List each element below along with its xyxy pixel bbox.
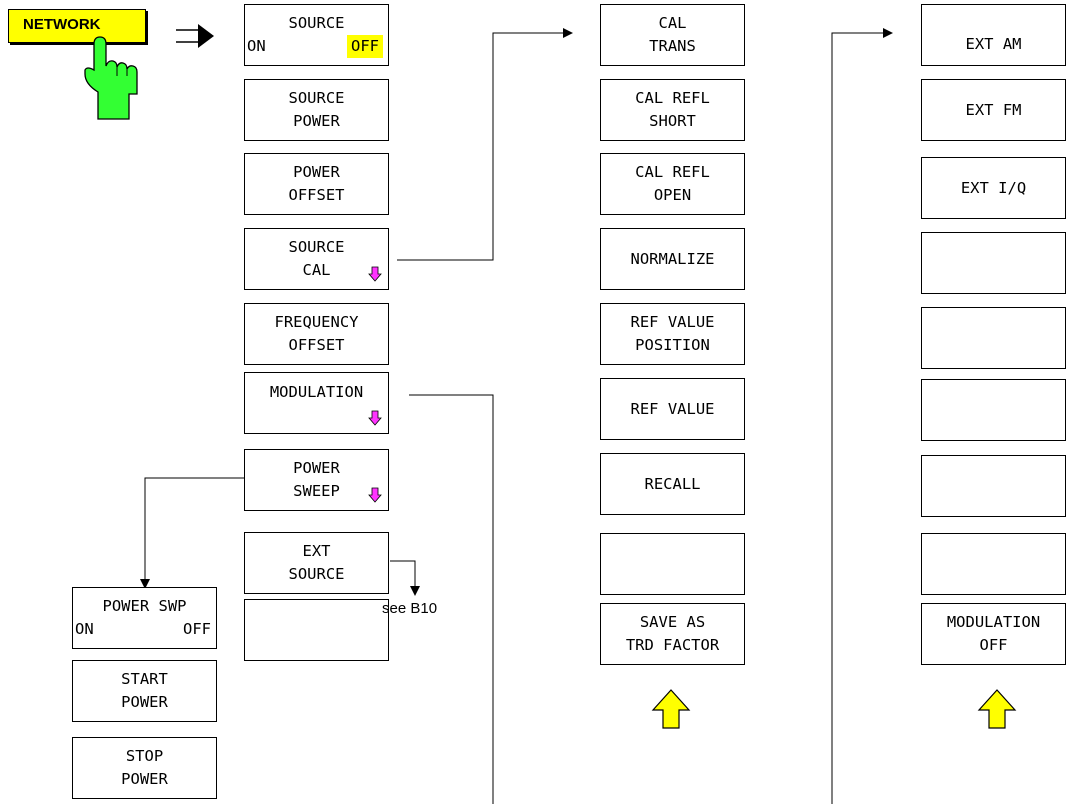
empty-softkey[interactable] bbox=[244, 599, 389, 661]
power-sweep-line1: POWER bbox=[293, 459, 340, 477]
power-swp-on-label: ON bbox=[75, 620, 94, 638]
ext-source-line1: EXT bbox=[302, 542, 331, 560]
frequency-offset-line1: FREQUENCY bbox=[274, 313, 359, 331]
source-power-line2: POWER bbox=[293, 112, 340, 130]
power-swp-title: POWER SWP bbox=[102, 597, 187, 615]
source-cal-connector bbox=[397, 28, 573, 261]
empty-softkey[interactable] bbox=[921, 379, 1066, 441]
modulation-menu-connector bbox=[831, 28, 893, 804]
see-b10-label: see B10 bbox=[382, 600, 438, 617]
submenu-arrow-icon bbox=[368, 266, 382, 282]
power-offset-line1: POWER bbox=[293, 163, 340, 181]
ref-value-position-softkey[interactable]: REF VALUE POSITION bbox=[600, 303, 745, 365]
modulation-off-line1: MODULATION bbox=[946, 613, 1041, 631]
modulation-line1: MODULATION bbox=[269, 383, 364, 401]
modulation-off-line2: OFF bbox=[979, 636, 1008, 654]
recall-softkey[interactable]: RECALL bbox=[600, 453, 745, 515]
ref-value-position-line1: REF VALUE bbox=[630, 313, 715, 331]
start-power-line2: POWER bbox=[121, 693, 168, 711]
back-arrow-icon[interactable] bbox=[977, 688, 1017, 730]
modulation-connector bbox=[409, 394, 494, 804]
submenu-arrow-icon bbox=[368, 487, 382, 503]
ext-source-connector bbox=[390, 560, 420, 596]
save-as-trd-factor-softkey[interactable]: SAVE AS TRD FACTOR bbox=[600, 603, 745, 665]
cal-refl-open-line2: OPEN bbox=[653, 186, 692, 204]
source-off-label: OFF bbox=[347, 35, 383, 58]
empty-softkey[interactable] bbox=[921, 307, 1066, 369]
ext-source-softkey[interactable]: EXT SOURCE bbox=[244, 532, 389, 594]
empty-softkey[interactable] bbox=[600, 533, 745, 595]
ext-fm-line1: EXT FM bbox=[965, 100, 1022, 119]
power-offset-softkey[interactable]: POWER OFFSET bbox=[244, 153, 389, 215]
ext-iq-softkey[interactable]: EXT I/Q bbox=[921, 157, 1066, 219]
hand-pointer-icon bbox=[84, 36, 138, 120]
start-power-softkey[interactable]: START POWER bbox=[72, 660, 217, 722]
cal-refl-short-line2: SHORT bbox=[649, 112, 696, 130]
power-offset-line2: OFFSET bbox=[288, 186, 345, 204]
submenu-arrow-icon bbox=[368, 410, 382, 426]
ext-source-line2: SOURCE bbox=[288, 565, 345, 583]
cal-trans-line1: CAL bbox=[658, 14, 687, 32]
empty-softkey[interactable] bbox=[921, 232, 1066, 294]
cal-refl-short-line1: CAL REFL bbox=[635, 89, 710, 107]
normalize-line1: NORMALIZE bbox=[630, 249, 715, 268]
save-as-trd-factor-line2: TRD FACTOR bbox=[625, 636, 720, 654]
power-sweep-connector bbox=[140, 477, 250, 589]
source-power-line1: SOURCE bbox=[288, 89, 345, 107]
cal-refl-open-softkey[interactable]: CAL REFL OPEN bbox=[600, 153, 745, 215]
ref-value-softkey[interactable]: REF VALUE bbox=[600, 378, 745, 440]
source-cal-line2: CAL bbox=[302, 261, 331, 279]
stop-power-line1: STOP bbox=[125, 747, 164, 765]
empty-softkey[interactable] bbox=[921, 455, 1066, 517]
power-swp-off-label: OFF bbox=[183, 620, 211, 638]
cal-refl-open-line1: CAL REFL bbox=[635, 163, 710, 181]
normalize-softkey[interactable]: NORMALIZE bbox=[600, 228, 745, 290]
network-to-menu-arrow bbox=[176, 24, 214, 48]
stop-power-line2: POWER bbox=[121, 770, 168, 788]
ref-value-position-line2: POSITION bbox=[635, 336, 710, 354]
source-power-softkey[interactable]: SOURCE POWER bbox=[244, 79, 389, 141]
ext-fm-softkey[interactable]: EXT FM bbox=[921, 79, 1066, 141]
modulation-off-softkey[interactable]: MODULATION OFF bbox=[921, 603, 1066, 665]
cal-trans-softkey[interactable]: CAL TRANS bbox=[600, 4, 745, 66]
source-on-off-softkey[interactable]: SOURCE ON OFF bbox=[244, 4, 389, 66]
save-as-trd-factor-line1: SAVE AS bbox=[639, 613, 706, 631]
source-cal-softkey[interactable]: SOURCE CAL bbox=[244, 228, 389, 290]
start-power-line1: START bbox=[121, 670, 168, 688]
cal-trans-line2: TRANS bbox=[649, 37, 696, 55]
source-on-off-title: SOURCE bbox=[288, 14, 345, 32]
source-on-label: ON bbox=[247, 37, 266, 55]
source-cal-line1: SOURCE bbox=[288, 238, 345, 256]
back-arrow-icon[interactable] bbox=[651, 688, 691, 730]
power-swp-on-off-softkey[interactable]: POWER SWP ON OFF bbox=[72, 587, 217, 649]
power-sweep-softkey[interactable]: POWER SWEEP bbox=[244, 449, 389, 511]
ext-am-softkey[interactable]: EXT AM bbox=[921, 4, 1066, 66]
ref-value-line1: REF VALUE bbox=[630, 399, 715, 418]
ext-am-line1: EXT AM bbox=[965, 34, 1022, 53]
power-sweep-line2: SWEEP bbox=[293, 482, 340, 500]
network-hardkey-label: NETWORK bbox=[23, 16, 101, 33]
cal-refl-short-softkey[interactable]: CAL REFL SHORT bbox=[600, 79, 745, 141]
frequency-offset-softkey[interactable]: FREQUENCY OFFSET bbox=[244, 303, 389, 365]
network-hardkey[interactable]: NETWORK bbox=[8, 9, 146, 43]
ext-iq-line1: EXT I/Q bbox=[960, 178, 1027, 197]
frequency-offset-line2: OFFSET bbox=[288, 336, 345, 354]
modulation-softkey[interactable]: MODULATION bbox=[244, 372, 389, 434]
empty-softkey[interactable] bbox=[921, 533, 1066, 595]
stop-power-softkey[interactable]: STOP POWER bbox=[72, 737, 217, 799]
recall-line1: RECALL bbox=[644, 474, 701, 493]
